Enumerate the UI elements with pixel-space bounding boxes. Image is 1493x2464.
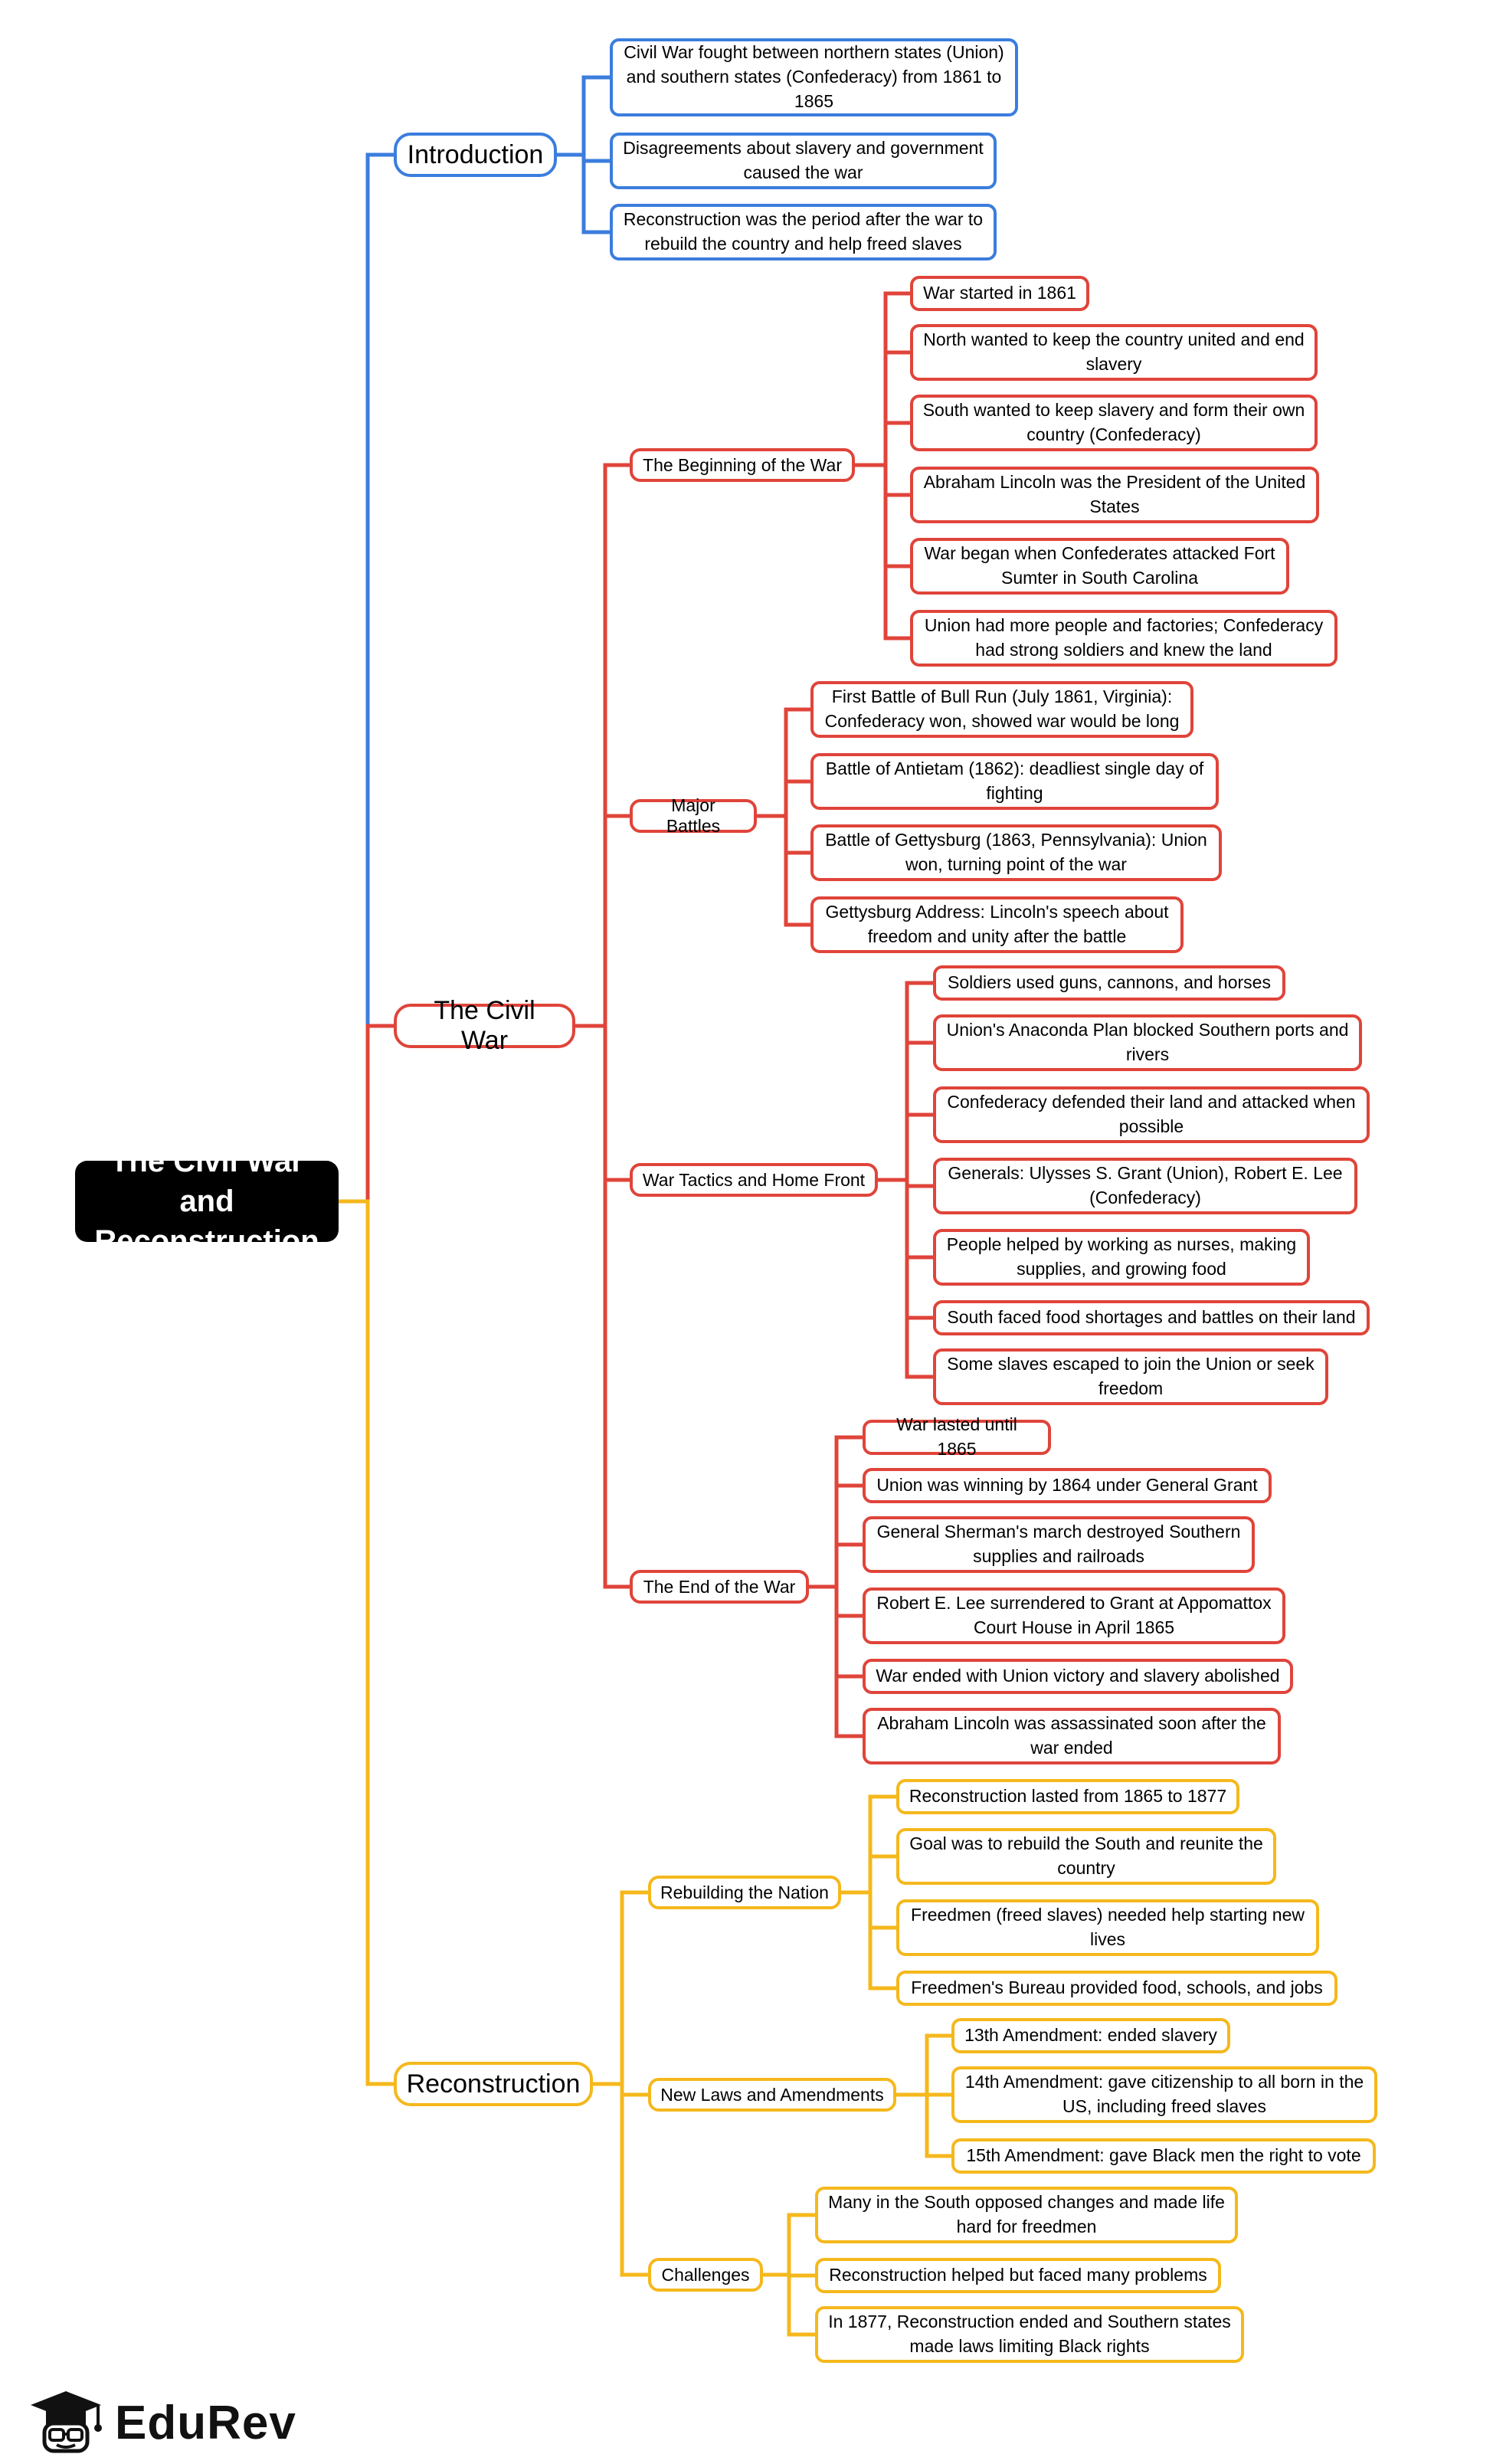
subtopic-war-tactics: War Tactics and Home Front <box>630 1163 878 1197</box>
subtopic-beginning-of-war: The Beginning of the War <box>630 448 855 482</box>
end-item-2-text: Union was winning by 1864 under General … <box>876 1475 1258 1496</box>
subtopic-major-battles-label: Major Battles <box>666 795 721 836</box>
beginning-item-2-text: North wanted to keep the country united … <box>923 329 1305 374</box>
subtopic-new-laws: New Laws and Amendments <box>648 2078 896 2112</box>
tactics-item-5: People helped by working as nurses, maki… <box>933 1229 1310 1286</box>
battles-item-1-text: First Battle of Bull Run (July 1861, Vir… <box>824 686 1180 731</box>
rebuilding-item-3-text: Freedmen (freed slaves) needed help star… <box>911 1905 1305 1949</box>
beginning-item-1: War started in 1861 <box>910 276 1089 311</box>
branch-reconstruction: Reconstruction <box>394 2062 593 2106</box>
beginning-item-5: War began when Confederates attacked For… <box>910 538 1289 595</box>
branch-civil-war: The Civil War <box>394 996 575 1055</box>
intro-item-2-text: Disagreements about slavery and governme… <box>623 138 984 182</box>
challenges-item-3: In 1877, Reconstruction ended and Southe… <box>815 2306 1244 2363</box>
end-item-4-text: Robert E. Lee surrendered to Grant at Ap… <box>876 1593 1272 1637</box>
beginning-item-4-text: Abraham Lincoln was the President of the… <box>923 472 1306 516</box>
tactics-item-5-text: People helped by working as nurses, maki… <box>946 1234 1297 1279</box>
brand-name: EduRev <box>115 2397 296 2449</box>
tactics-item-7-text: Some slaves escaped to join the Union or… <box>947 1354 1315 1398</box>
tactics-item-4-text: Generals: Ulysses S. Grant (Union), Robe… <box>948 1163 1343 1207</box>
intro-item-1: Civil War fought between northern states… <box>610 38 1018 116</box>
end-item-5-text: War ended with Union victory and slavery… <box>876 1666 1280 1686</box>
end-item-3-text: General Sherman's march destroyed Southe… <box>876 1522 1241 1566</box>
end-item-5: War ended with Union victory and slavery… <box>863 1659 1293 1694</box>
subtopic-beginning-of-war-label: The Beginning of the War <box>643 454 842 475</box>
tactics-item-6-text: South faced food shortages and battles o… <box>947 1307 1356 1328</box>
challenges-item-1-text: Many in the South opposed changes and ma… <box>828 2192 1225 2236</box>
subtopic-new-laws-label: New Laws and Amendments <box>660 2084 884 2105</box>
rebuilding-item-3: Freedmen (freed slaves) needed help star… <box>896 1899 1319 1956</box>
rebuilding-item-2: Goal was to rebuild the South and reunit… <box>896 1828 1276 1885</box>
beginning-item-1-text: War started in 1861 <box>923 283 1076 303</box>
battles-item-3-text: Battle of Gettysburg (1863, Pennsylvania… <box>825 830 1207 874</box>
intro-item-3: Reconstruction was the period after the … <box>610 204 997 260</box>
subtopic-rebuilding-nation: Rebuilding the Nation <box>648 1876 841 1909</box>
challenges-item-2: Reconstruction helped but faced many pro… <box>815 2258 1221 2293</box>
battles-item-4: Gettysburg Address: Lincoln's speech abo… <box>810 896 1184 953</box>
subtopic-challenges: Challenges <box>648 2258 763 2292</box>
tactics-item-4: Generals: Ulysses S. Grant (Union), Robe… <box>933 1158 1357 1214</box>
end-item-2: Union was winning by 1864 under General … <box>863 1468 1272 1503</box>
beginning-item-6-text: Union had more people and factories; Con… <box>924 615 1324 660</box>
beginning-item-4: Abraham Lincoln was the President of the… <box>910 467 1319 523</box>
rebuilding-item-1: Reconstruction lasted from 1865 to 1877 <box>896 1779 1239 1814</box>
challenges-item-2-text: Reconstruction helped but faced many pro… <box>829 2265 1207 2285</box>
subtopic-rebuilding-nation-label: Rebuilding the Nation <box>660 1882 829 1902</box>
rebuilding-item-4-text: Freedmen's Bureau provided food, schools… <box>911 1977 1323 1998</box>
laws-item-1-text: 13th Amendment: ended slavery <box>964 2025 1217 2046</box>
tactics-item-6: South faced food shortages and battles o… <box>933 1300 1370 1335</box>
tactics-item-1: Soldiers used guns, cannons, and horses <box>933 965 1285 1001</box>
intro-item-1-text: Civil War fought between northern states… <box>624 42 1004 111</box>
end-item-1-text: War lasted until 1865 <box>896 1414 1017 1459</box>
graduation-cap-icon <box>28 2388 104 2458</box>
rebuilding-item-4: Freedmen's Bureau provided food, schools… <box>896 1971 1337 2006</box>
challenges-item-3-text: In 1877, Reconstruction ended and Southe… <box>828 2312 1231 2356</box>
tactics-item-3-text: Confederacy defended their land and atta… <box>947 1092 1356 1136</box>
tactics-item-2-text: Union's Anaconda Plan blocked Southern p… <box>946 1020 1349 1064</box>
laws-item-1: 13th Amendment: ended slavery <box>951 2018 1230 2053</box>
tactics-item-7: Some slaves escaped to join the Union or… <box>933 1348 1328 1405</box>
battles-item-1: First Battle of Bull Run (July 1861, Vir… <box>810 681 1193 738</box>
beginning-item-2: North wanted to keep the country united … <box>910 324 1318 381</box>
tactics-item-1-text: Soldiers used guns, cannons, and horses <box>948 972 1271 993</box>
battles-item-3: Battle of Gettysburg (1863, Pennsylvania… <box>810 824 1222 881</box>
branch-introduction: Introduction <box>394 133 557 177</box>
end-item-3: General Sherman's march destroyed Southe… <box>863 1516 1255 1573</box>
laws-item-2: 14th Amendment: gave citizenship to all … <box>951 2066 1377 2123</box>
end-item-4: Robert E. Lee surrendered to Grant at Ap… <box>863 1588 1285 1644</box>
subtopic-end-of-war-label: The End of the War <box>643 1576 796 1597</box>
subtopic-challenges-label: Challenges <box>661 2264 750 2285</box>
battles-item-4-text: Gettysburg Address: Lincoln's speech abo… <box>825 902 1169 946</box>
challenges-item-1: Many in the South opposed changes and ma… <box>815 2187 1238 2243</box>
laws-item-2-text: 14th Amendment: gave citizenship to all … <box>964 2072 1364 2116</box>
intro-item-2: Disagreements about slavery and governme… <box>610 133 997 189</box>
laws-item-3-text: 15th Amendment: gave Black men the right… <box>966 2145 1361 2166</box>
end-item-1: War lasted until 1865 <box>863 1414 1051 1459</box>
tactics-item-2: Union's Anaconda Plan blocked Southern p… <box>933 1014 1362 1071</box>
root-node: The Civil War and Reconstruction <box>75 1145 339 1258</box>
branch-reconstruction-label: Reconstruction <box>406 2069 581 2099</box>
tactics-item-3: Confederacy defended their land and atta… <box>933 1086 1370 1143</box>
subtopic-end-of-war: The End of the War <box>630 1570 809 1604</box>
branch-introduction-label: Introduction <box>407 139 544 169</box>
beginning-item-5-text: War began when Confederates attacked For… <box>924 543 1275 588</box>
battles-item-2: Battle of Antietam (1862): deadliest sin… <box>810 753 1219 810</box>
subtopic-war-tactics-label: War Tactics and Home Front <box>642 1169 866 1190</box>
end-item-6-text: Abraham Lincoln was assassinated soon af… <box>877 1713 1266 1758</box>
branch-civil-war-label: The Civil War <box>434 996 535 1055</box>
beginning-item-6: Union had more people and factories; Con… <box>910 610 1337 667</box>
beginning-item-3-text: South wanted to keep slavery and form th… <box>922 400 1305 444</box>
root-title: The Civil War and Reconstruction <box>94 1145 319 1258</box>
subtopic-major-battles: Major Battles <box>630 795 757 836</box>
edurev-logo: EduRev <box>28 2387 303 2459</box>
end-item-6: Abraham Lincoln was assassinated soon af… <box>863 1708 1281 1764</box>
rebuilding-item-2-text: Goal was to rebuild the South and reunit… <box>909 1833 1263 1878</box>
battles-item-2-text: Battle of Antietam (1862): deadliest sin… <box>825 759 1204 803</box>
rebuilding-item-1-text: Reconstruction lasted from 1865 to 1877 <box>909 1786 1227 1807</box>
intro-item-3-text: Reconstruction was the period after the … <box>623 209 984 254</box>
beginning-item-3: South wanted to keep slavery and form th… <box>910 395 1318 451</box>
laws-item-3: 15th Amendment: gave Black men the right… <box>951 2138 1376 2174</box>
